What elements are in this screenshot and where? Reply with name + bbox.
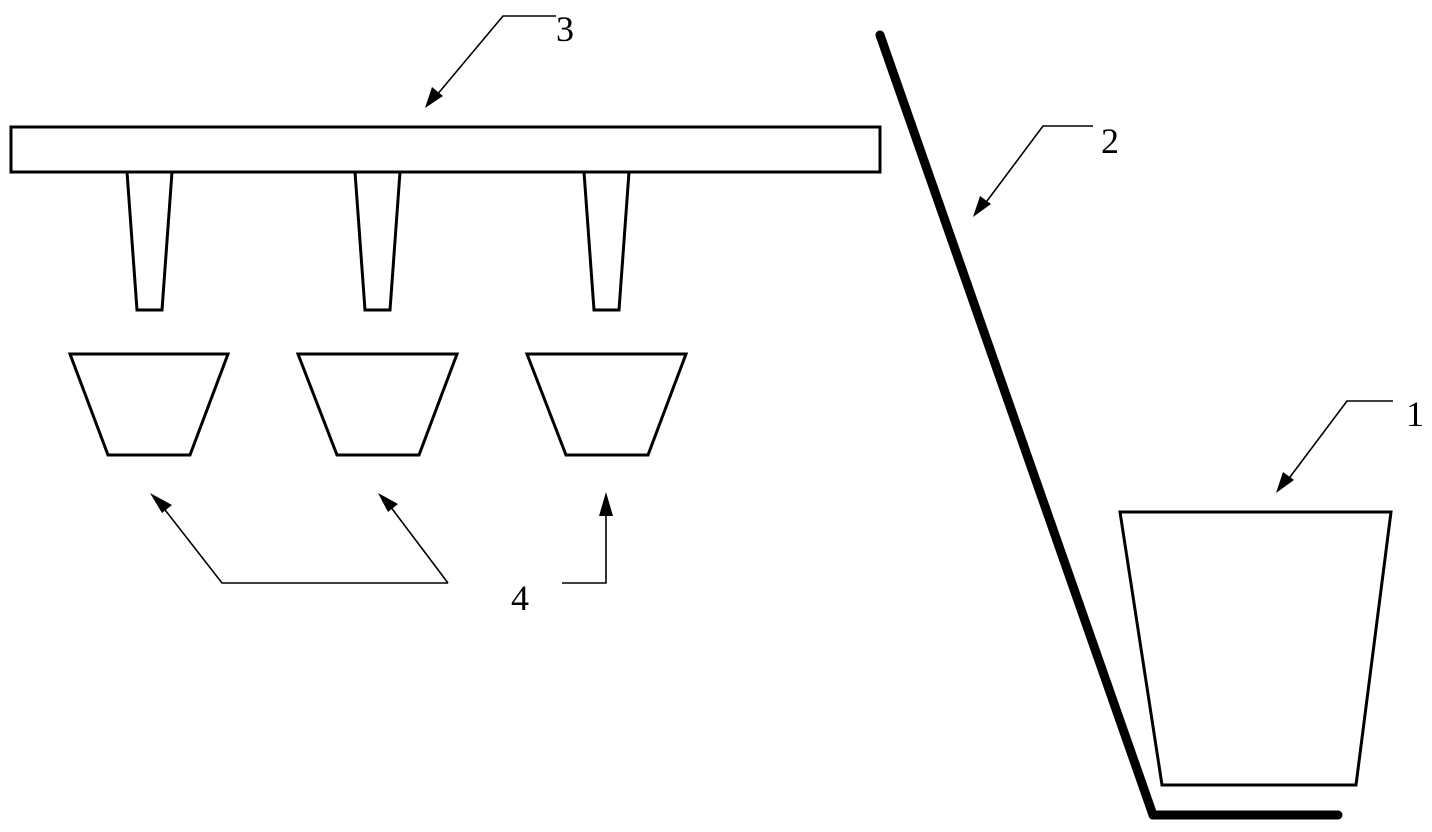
label-4: 4 <box>511 578 529 618</box>
small-cup-1 <box>67 352 231 457</box>
nozzle-3 <box>582 170 631 312</box>
nozzle-1 <box>125 170 174 312</box>
slanted-rod <box>875 30 1343 820</box>
label-3: 3 <box>556 9 574 49</box>
horizontal-bar <box>9 125 882 174</box>
leader-1 <box>1276 400 1393 493</box>
small-cup-2 <box>295 352 460 457</box>
leader-3 <box>425 15 556 108</box>
leader-4 <box>150 492 613 584</box>
small-cup-3 <box>524 352 689 457</box>
leader-2 <box>973 125 1093 217</box>
bar-assembly <box>9 125 882 312</box>
label-2: 2 <box>1101 121 1119 161</box>
large-cup <box>1118 510 1393 787</box>
label-1: 1 <box>1406 394 1424 434</box>
small-cups <box>67 352 689 457</box>
nozzle-2 <box>353 170 402 312</box>
